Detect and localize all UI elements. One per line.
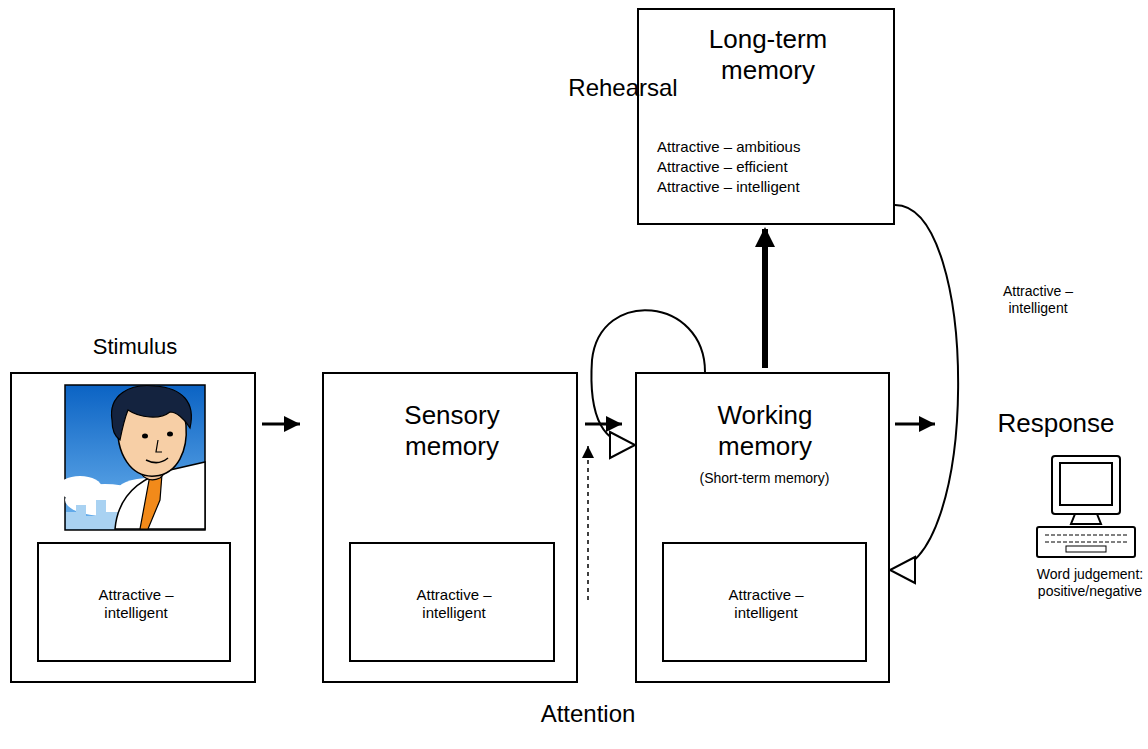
node-text: Attractive – efficient [657,158,892,176]
computer-icon [1037,456,1135,557]
retrieval-arrow [890,205,958,570]
node-text: Attractive – intelligent [657,178,892,196]
node-title: Attractive – intelligent [76,586,196,622]
rehearsal-loop [591,310,705,445]
memory-box: Long-term memoryAttractive – ambitiousAt… [637,8,895,225]
process-label: Attention [510,700,666,729]
content-box: Attractive – intelligent [662,542,867,662]
flow-arrow [585,423,622,426]
node-title: Sensory memory [372,400,532,462]
node-text: Word judgement: positive/negative [1028,566,1148,600]
edge-label: Attractive – intelligent [975,283,1101,317]
rehearsal-arrow [762,229,768,368]
attention-arrow [587,446,589,600]
memory-box: Sensory memoryAttractive – intelligent [322,372,578,683]
man-illustration [58,385,205,530]
node-title: Attractive – intelligent [394,586,514,622]
node-title: Working memory [685,400,845,462]
flow-arrow [895,423,935,426]
node-text: (Short-term memory) [647,470,882,487]
flow-arrow [262,423,300,426]
stimulus-box: StimulusAttractive – intelligent [10,372,256,683]
node-title: Long-term memory [683,24,853,86]
node-title: Response [970,408,1142,439]
node-text: Attractive – ambitious [657,138,892,156]
memory-box: Working memory (Short-term memory) Attract… [635,372,890,683]
content-box: Attractive – intelligent [349,542,555,662]
node-title: Attractive – intelligent [706,586,826,622]
response-group: ResponseWord judgement: positive/negativ… [940,400,1145,640]
content-box: Attractive – intelligent [37,542,231,662]
node-title: Stimulus [42,334,228,360]
process-label: Rehearsal [548,74,698,103]
